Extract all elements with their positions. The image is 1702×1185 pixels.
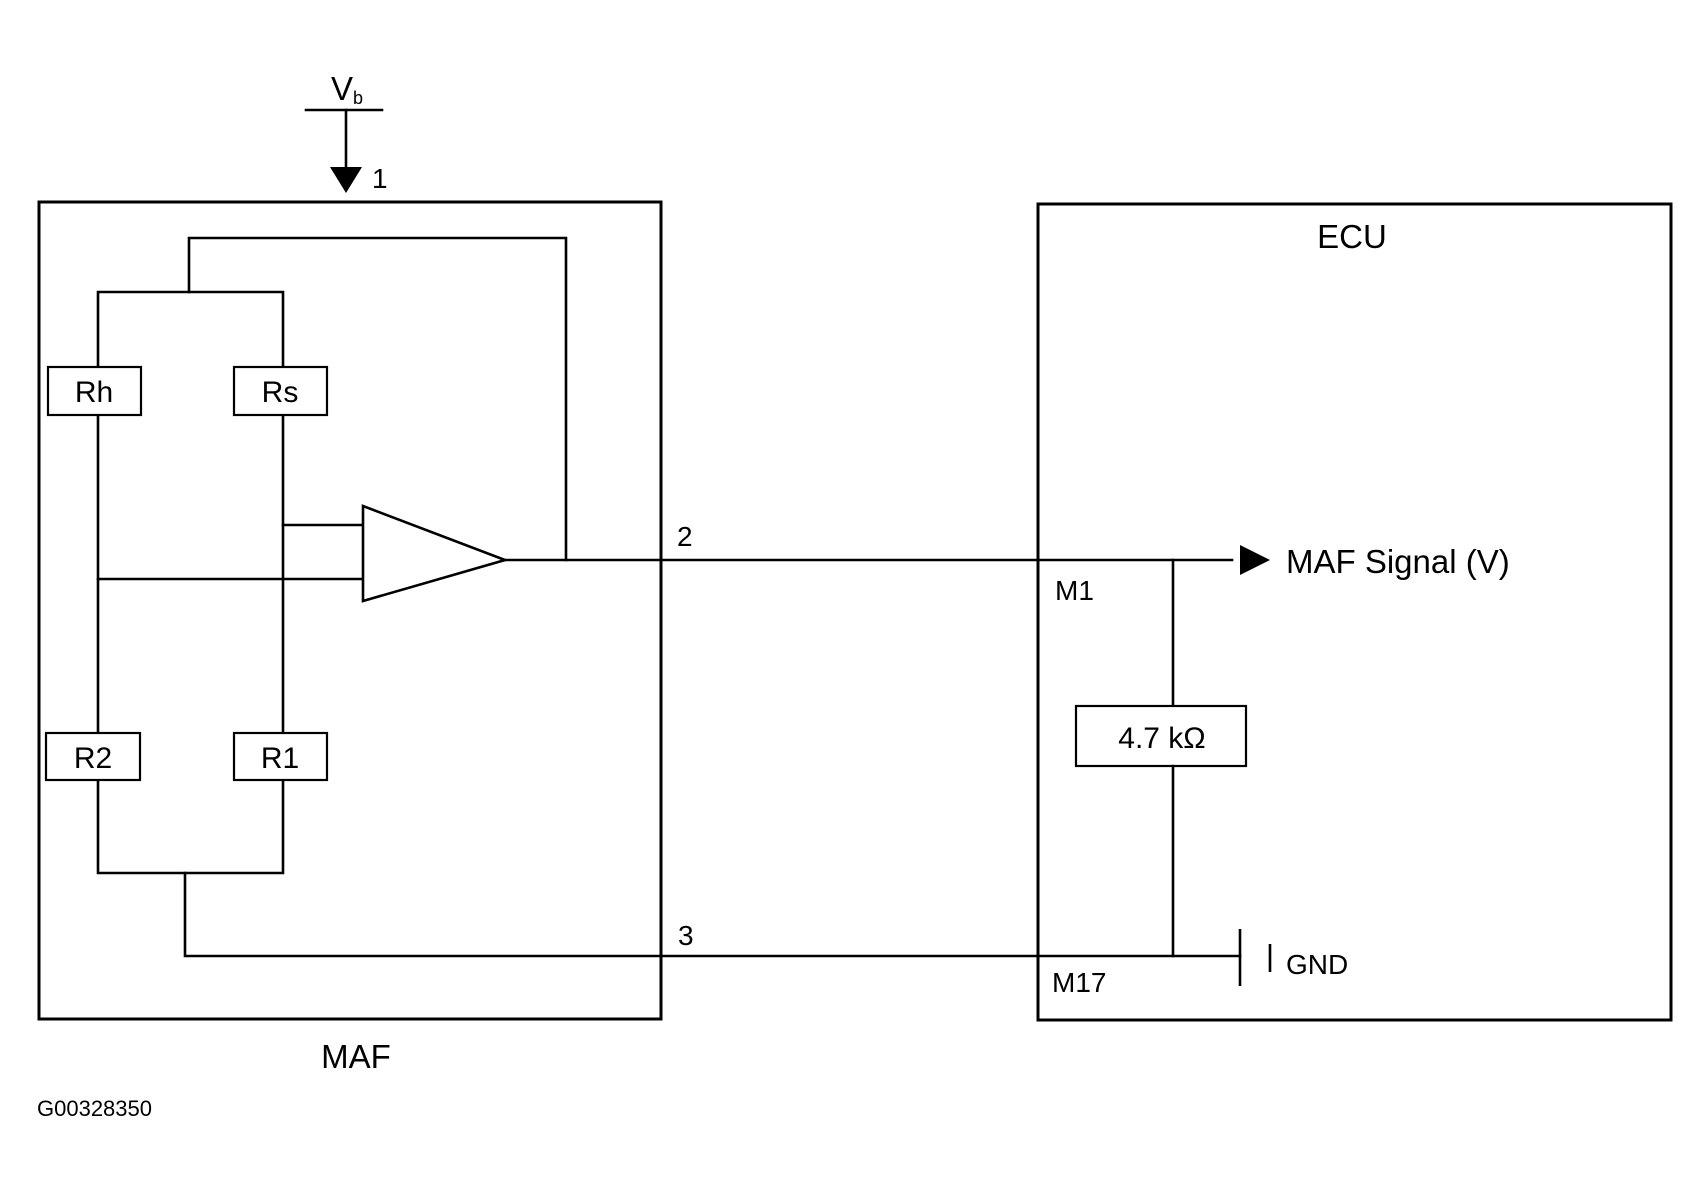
resistor-r2-label: R2: [74, 742, 112, 775]
supply-label-subscript: b: [353, 88, 363, 108]
figure-id: G00328350: [37, 1096, 152, 1121]
svg-text:Vb: Vb: [331, 70, 363, 108]
resistor-4-7k-label: 4.7 kΩ: [1118, 722, 1205, 755]
maf-box: [37, 200, 663, 1021]
resistor-r1-label: R1: [261, 742, 299, 775]
resistor-r1: R1: [232, 731, 329, 782]
resistor-rs: Rs: [232, 365, 329, 417]
ecu-block: ECU M1 M17 MAF Signal (V) 4.7 kΩ GND: [1036, 202, 1673, 1022]
maf-pin-3-label: 3: [678, 920, 694, 951]
resistor-rs-label: Rs: [262, 376, 299, 409]
resistor-r2: R2: [44, 731, 142, 782]
supply-label: V: [331, 70, 353, 107]
supply-pin-number: 1: [372, 163, 388, 194]
ecu-title: ECU: [1317, 218, 1387, 255]
maf-sensor-block: Rh Rs R2 R1 MAF: [37, 200, 663, 1075]
supply-input: Vb 1: [304, 70, 388, 194]
bridge-top-wire: [96, 290, 285, 393]
gnd-label: GND: [1286, 949, 1348, 980]
maf-pin-2-label: 2: [677, 521, 693, 552]
bridge-bottom-wire: [96, 778, 285, 875]
supply-arrow-icon: [330, 167, 362, 193]
ecu-box: [1036, 202, 1673, 1022]
resistor-rh: Rh: [46, 365, 143, 417]
maf-feedback-wire: [187, 236, 568, 562]
ecu-pin-m1-label: M1: [1055, 575, 1094, 606]
maf-caption: MAF: [321, 1038, 391, 1075]
ecu-pin-m17-label: M17: [1052, 967, 1106, 998]
ground-symbol-icon: [1238, 929, 1272, 986]
maf-signal-label: MAF Signal (V): [1286, 543, 1510, 580]
amplifier-icon: [361, 504, 510, 603]
resistor-rh-label: Rh: [75, 376, 113, 409]
resistor-4-7k: 4.7 kΩ: [1074, 704, 1248, 768]
signal-arrow-icon: [1240, 545, 1270, 575]
maf-ground-wire: [183, 871, 663, 958]
